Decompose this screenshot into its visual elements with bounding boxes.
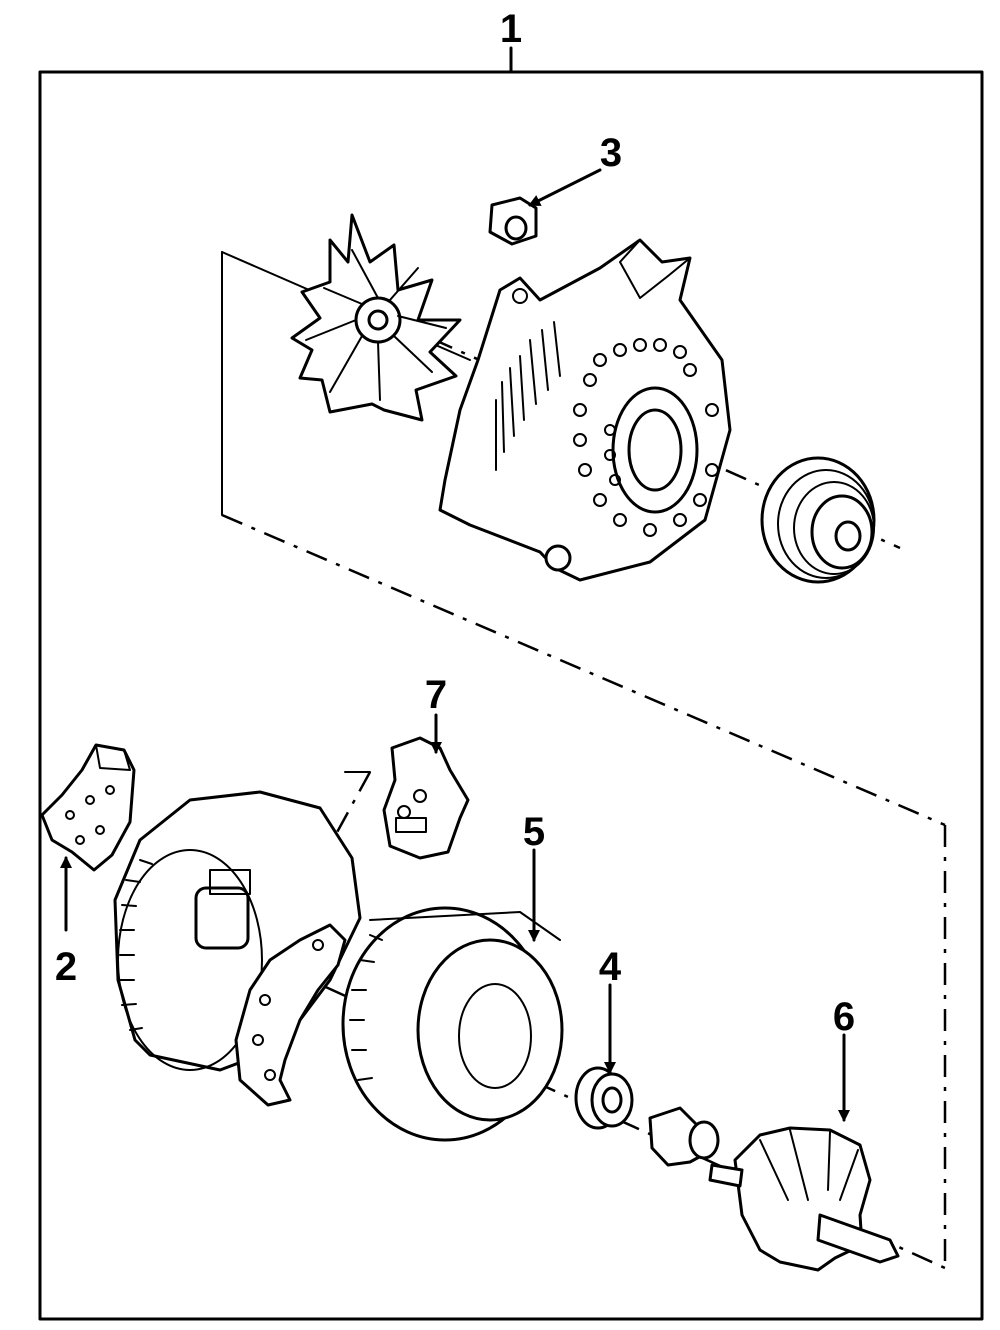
callout-2: 2	[55, 945, 77, 989]
lower-alignment-lines	[199, 771, 947, 1270]
stator-part-5	[341, 906, 564, 1142]
callout-1: 1	[500, 7, 522, 51]
callout-3: 3	[600, 131, 622, 175]
callout-7: 7	[425, 673, 447, 717]
callout-6: 6	[833, 995, 855, 1039]
slip-ring	[648, 1106, 720, 1167]
pulley	[760, 456, 876, 584]
brush-holder-part-7	[382, 736, 470, 860]
rotor-part-6	[708, 1126, 900, 1272]
bearing-part-4	[574, 1066, 634, 1130]
rectifier-plate	[234, 923, 347, 1107]
spacer-part-3	[488, 196, 538, 246]
front-housing	[438, 238, 732, 582]
regulator-part-2	[40, 743, 136, 872]
callout-4: 4	[599, 945, 622, 989]
assembly-frame	[38, 70, 984, 1321]
callout-arrows	[60, 168, 850, 1122]
cooling-fan	[290, 213, 462, 422]
callout-5: 5	[523, 810, 545, 854]
